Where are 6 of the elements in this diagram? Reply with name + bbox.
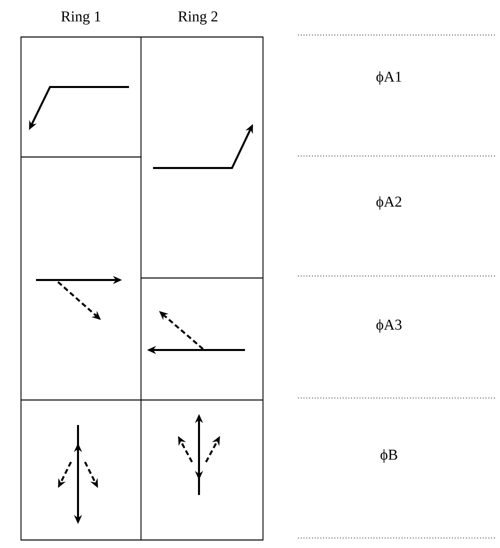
phase-label: ϕA2 [376, 196, 402, 210]
phase-label: ϕB [380, 449, 398, 463]
phase-label: ϕA1 [376, 71, 402, 85]
ring-heading: Ring 2 [178, 11, 218, 25]
phase-label: ϕA3 [376, 319, 402, 333]
ring-heading: Ring 1 [61, 11, 100, 25]
